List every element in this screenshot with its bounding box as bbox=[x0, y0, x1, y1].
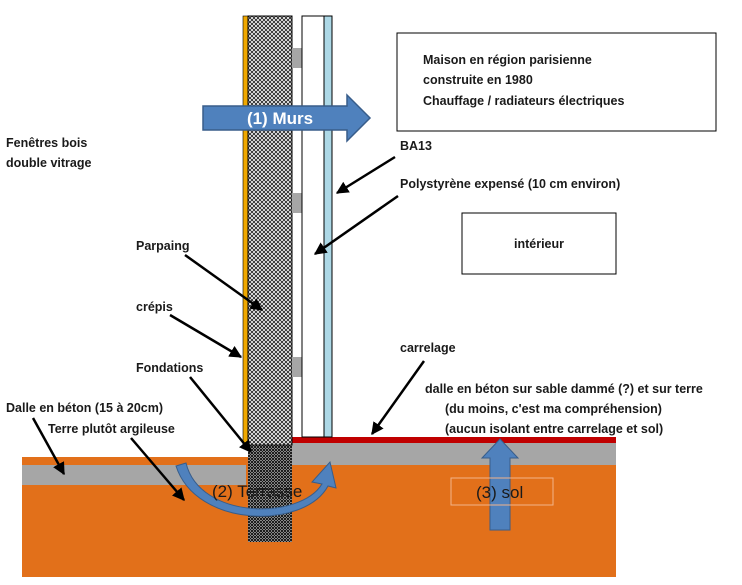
interior-slab-label-1: dalle en béton sur sable dammé (?) et su… bbox=[425, 382, 703, 396]
interior-slab-label-3: (aucun isolant entre carrelage et sol) bbox=[445, 422, 663, 436]
soil-pointer bbox=[130, 437, 185, 501]
render-layer bbox=[242, 15, 249, 446]
info-box bbox=[396, 32, 717, 132]
interior-label: intérieur bbox=[514, 237, 564, 251]
floor-flow-label-box bbox=[450, 477, 554, 506]
crepis-pointer bbox=[169, 313, 243, 359]
terrace-flow-arrow bbox=[175, 460, 337, 517]
spacer bbox=[292, 193, 302, 213]
tile-layer bbox=[292, 437, 616, 443]
interior-slab-label-2: (du moins, c'est ma compréhension) bbox=[445, 402, 662, 416]
fondations-pointer bbox=[189, 376, 252, 453]
floor-flow-arrow bbox=[480, 438, 520, 531]
carrelage-label: carrelage bbox=[400, 341, 456, 355]
exterior-slab-pointer bbox=[31, 417, 66, 476]
polystyrene-label: Polystyrène expensé (10 cm environ) bbox=[400, 177, 620, 191]
parpaing-pointer bbox=[184, 253, 264, 312]
block-wall bbox=[247, 15, 293, 446]
spacer bbox=[292, 48, 302, 68]
walls-flow-label: (1) Murs bbox=[247, 109, 313, 128]
windows-label-2: double vitrage bbox=[6, 156, 91, 170]
ba13-pointer bbox=[335, 155, 396, 195]
floor-flow-label: (3) sol bbox=[476, 483, 523, 502]
ba13-layer bbox=[323, 15, 333, 438]
windows-label-1: Fenêtres bois bbox=[6, 136, 87, 150]
interior-box bbox=[461, 212, 617, 275]
exterior-slab-label: Dalle en béton (15 à 20cm) bbox=[6, 401, 163, 415]
soil-label: Terre plutôt argileuse bbox=[48, 422, 175, 436]
polystyrene-layer bbox=[301, 15, 325, 438]
carrelage-pointer bbox=[370, 360, 426, 436]
ba13-label: BA13 bbox=[400, 139, 432, 153]
fondations-label: Fondations bbox=[136, 361, 203, 375]
info-line-1: Maison en région parisienne bbox=[423, 53, 592, 67]
interior-slab bbox=[292, 443, 616, 465]
foundation bbox=[248, 445, 292, 542]
terrace-flow-label: (2) Terrasse bbox=[212, 482, 302, 501]
parpaing-label: Parpaing bbox=[136, 239, 190, 253]
spacer bbox=[292, 357, 302, 377]
walls-flow-arrow bbox=[202, 93, 372, 143]
polystyrene-pointer bbox=[313, 194, 399, 256]
crepis-label: crépis bbox=[136, 300, 173, 314]
info-line-3: Chauffage / radiateurs électriques bbox=[423, 94, 625, 108]
info-line-2: construite en 1980 bbox=[423, 73, 533, 87]
